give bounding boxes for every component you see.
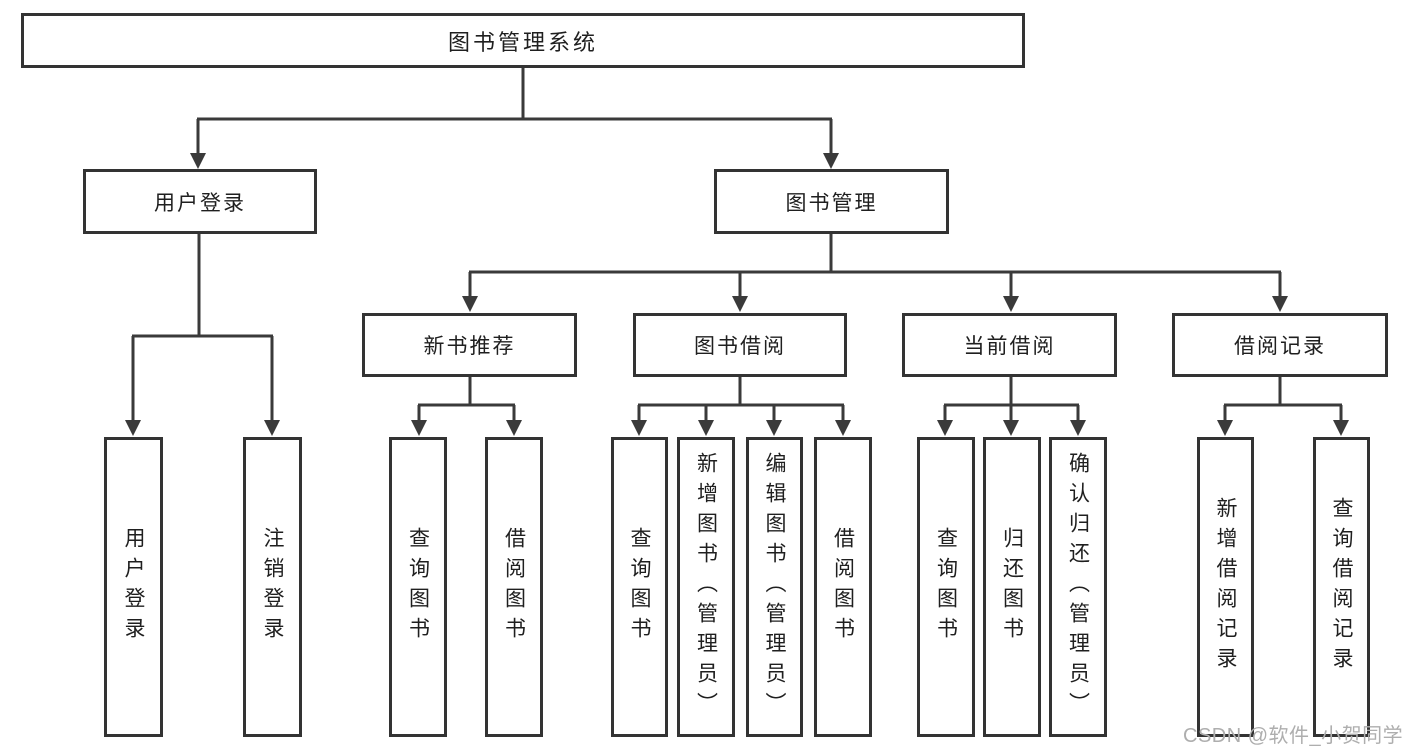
leaf-current-query-books-label: 查询图书 [934, 527, 958, 647]
node-book-management: 图书管理 [714, 169, 949, 234]
line [131, 234, 274, 422]
leaf-current-return-books-label: 归还图书 [1000, 527, 1024, 647]
watermark: CSDN @软件_小贺同学 [1183, 725, 1404, 747]
arrowheads-leaves [411, 420, 1349, 436]
connector-book-borrowing-to-leaves [637, 377, 845, 422]
leaf-recommend-borrow-books: 借阅图书 [485, 437, 543, 737]
node-current-borrowing: 当前借阅 [902, 313, 1117, 377]
leaf-borrowing-borrow-books-label: 借阅图书 [831, 527, 855, 647]
node-user-login-label: 用户登录 [154, 191, 246, 215]
connector-new-book-recommend-to-leaves [417, 377, 516, 422]
node-borrowing-records: 借阅记录 [1172, 313, 1388, 377]
leaf-recommend-borrow-books-label: 借阅图书 [502, 527, 526, 647]
arrowhead [411, 420, 1349, 436]
arrowhead [190, 153, 839, 169]
node-book-management-label: 图书管理 [785, 191, 878, 215]
connector-current-borrowing-to-leaves [943, 377, 1080, 422]
leaf-current-query-books: 查询图书 [917, 437, 975, 737]
leaf-current-confirm-return-admin-label: 确认归还（管理员） [1066, 452, 1090, 722]
arrowhead [462, 296, 1288, 312]
leaf-records-add-record: 新增借阅记录 [1197, 437, 1254, 737]
node-new-book-recommendation: 新书推荐 [362, 313, 577, 377]
arrowheads-user-login-leaves [125, 420, 280, 436]
connector-root-to-level2 [196, 68, 833, 157]
leaf-records-add-record-label: 新增借阅记录 [1214, 497, 1237, 677]
leaf-logout: 注销登录 [243, 437, 302, 737]
line [637, 377, 845, 422]
node-new-book-recommendation-label: 新书推荐 [423, 335, 516, 358]
line [943, 377, 1080, 422]
leaf-recommend-query-books-label: 查询图书 [406, 527, 430, 647]
line [196, 68, 833, 157]
node-book-borrowing: 图书借阅 [633, 313, 847, 377]
node-borrowing-records-label: 借阅记录 [1234, 335, 1326, 358]
leaf-logout-label: 注销登录 [261, 527, 284, 647]
leaf-borrowing-add-books-admin: 新增图书（管理员） [677, 437, 735, 737]
connector-user-login-to-leaves [131, 234, 274, 422]
leaf-current-confirm-return-admin: 确认归还（管理员） [1049, 437, 1107, 737]
node-book-management-system: 图书管理系统 [21, 13, 1025, 68]
leaf-borrowing-add-books-admin-label: 新增图书（管理员） [694, 452, 718, 722]
leaf-borrowing-query-books: 查询图书 [611, 437, 668, 737]
arrowheads-level2 [190, 153, 839, 169]
connector-book-management-to-level3 [468, 234, 1282, 298]
leaf-records-query-record-label: 查询借阅记录 [1330, 497, 1353, 677]
leaf-borrowing-query-books-label: 查询图书 [628, 527, 651, 647]
node-user-login: 用户登录 [83, 169, 317, 234]
leaf-borrowing-edit-books-admin: 编辑图书（管理员） [746, 437, 803, 737]
arrowheads-level3 [462, 296, 1288, 312]
leaf-records-query-record: 查询借阅记录 [1313, 437, 1370, 737]
node-book-borrowing-label: 图书借阅 [694, 335, 786, 358]
line [417, 377, 516, 422]
leaf-current-return-books: 归还图书 [983, 437, 1041, 737]
connector-borrowing-records-to-leaves [1223, 377, 1343, 422]
node-book-management-system-label: 图书管理系统 [447, 29, 598, 55]
leaf-recommend-query-books: 查询图书 [389, 437, 447, 737]
node-current-borrowing-label: 当前借阅 [963, 335, 1056, 358]
leaf-user-login-label: 用户登录 [122, 527, 145, 647]
leaf-borrowing-edit-books-admin-label: 编辑图书（管理员） [763, 452, 786, 722]
line [1223, 377, 1343, 422]
leaf-borrowing-borrow-books: 借阅图书 [814, 437, 872, 737]
line [468, 234, 1282, 298]
arrowhead [125, 420, 280, 436]
leaf-user-login: 用户登录 [104, 437, 163, 737]
